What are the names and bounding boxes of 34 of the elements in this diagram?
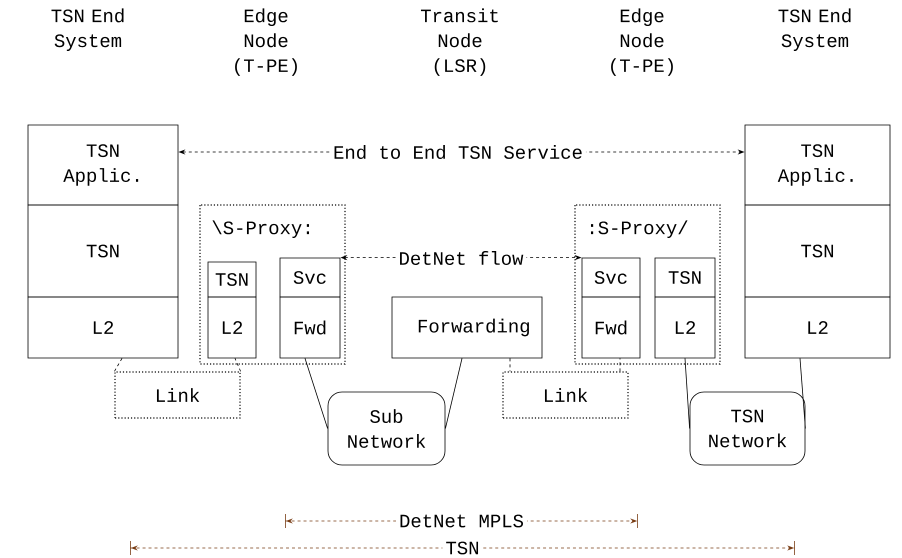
dimension-label: DetNet MPLS <box>396 512 527 530</box>
connector-line <box>234 358 241 372</box>
column-heading: TSN End System <box>51 8 124 51</box>
layer-box: L2 <box>208 296 256 358</box>
layer-box: TSN Applic. <box>744 124 890 206</box>
layer-box: Fwd <box>582 296 640 358</box>
network-cloud: Sub Network <box>328 392 446 466</box>
layer-box: L2 <box>654 296 716 358</box>
connector-line <box>800 358 806 429</box>
edge-label: DetNet flow <box>396 248 526 268</box>
edge-label: End to End TSN Service <box>330 142 586 162</box>
connector-line <box>114 358 122 372</box>
connector-line <box>684 358 690 429</box>
column-heading: Transit Node (LSR) <box>420 8 498 76</box>
layer-box: Svc <box>280 258 340 298</box>
network-cloud: TSN Network <box>690 392 806 466</box>
layer-box: Forwarding <box>392 296 542 358</box>
layer-box: TSN <box>654 258 716 298</box>
layer-box: Svc <box>582 258 640 298</box>
layer-box: TSN Applic. <box>28 124 178 206</box>
column-heading: Edge Node (T-PE) <box>235 8 297 76</box>
connector-line <box>304 358 328 429</box>
layer-box: TSN <box>208 262 256 298</box>
layer-box: TSN <box>744 204 890 298</box>
connector-line <box>445 358 462 429</box>
layer-box: Fwd <box>280 296 340 358</box>
column-heading: Edge Node (T-PE) <box>611 8 673 76</box>
link-box: Link <box>502 371 629 419</box>
dimension-label: TSN <box>442 538 483 558</box>
layer-box: L2 <box>744 296 890 358</box>
link-box: Link <box>114 371 241 419</box>
layer-box: L2 <box>28 296 178 358</box>
layer-box: TSN <box>28 204 178 298</box>
column-heading: TSN End System <box>778 8 851 51</box>
